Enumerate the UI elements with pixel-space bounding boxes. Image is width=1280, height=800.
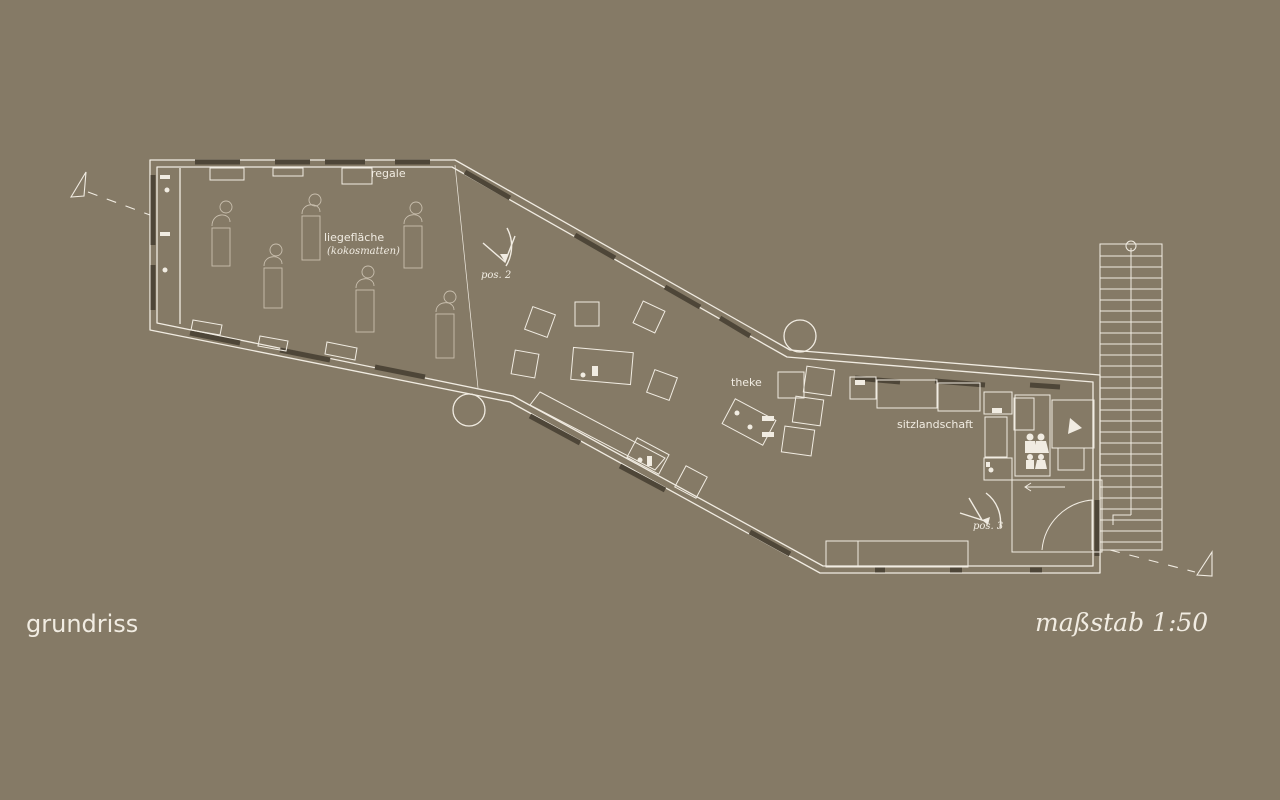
inner-wall xyxy=(156,166,1094,567)
label-pos2: pos. 2 xyxy=(481,270,512,281)
label-sitzlandschaft: sitzlandschaft xyxy=(897,418,974,431)
glass-partition xyxy=(454,164,479,389)
label-regale: regale xyxy=(371,167,406,180)
label-liegeflaeche: liegefläche xyxy=(324,231,385,244)
label-kokosmatten: (kokosmatten) xyxy=(327,246,400,257)
label-pos3: pos. 3 xyxy=(973,521,1004,532)
label-theke: theke xyxy=(731,376,762,389)
page-title: grundriss xyxy=(26,610,139,638)
outer-wall xyxy=(149,159,1101,574)
scale-label: maßstab 1:50 xyxy=(1035,608,1209,637)
